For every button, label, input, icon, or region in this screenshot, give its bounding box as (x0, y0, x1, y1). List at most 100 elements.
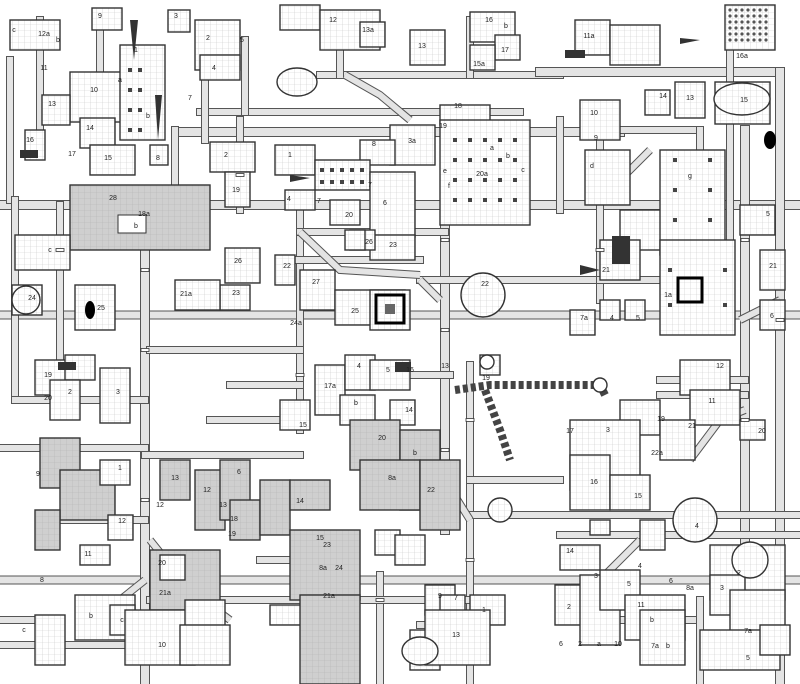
floor-dot (746, 14, 750, 18)
pillar (498, 138, 502, 142)
room-label: 26 (234, 258, 242, 265)
room-label: 7 (188, 95, 192, 102)
room (209, 141, 256, 173)
room-label: 8 (372, 141, 376, 148)
room-label: 2 (567, 604, 571, 611)
room (167, 9, 191, 33)
room (299, 269, 336, 311)
room-label: 2 (68, 389, 72, 396)
room-label: 7a (651, 643, 659, 650)
room-label: 3 (116, 389, 120, 396)
floor-dot (758, 26, 762, 30)
floor-dot (728, 8, 732, 12)
pillar (320, 180, 324, 184)
room-label: 14 (296, 498, 304, 505)
room-label: 10 (590, 110, 598, 117)
room-label: 19 (657, 416, 665, 423)
room (34, 614, 66, 666)
door (465, 558, 475, 562)
pillar (453, 198, 457, 202)
room-label: 15 (634, 493, 642, 500)
room (659, 239, 736, 336)
room (659, 149, 726, 256)
floor-dot (734, 38, 738, 42)
room-label: 22 (283, 263, 291, 270)
room-label: 8 (40, 577, 44, 584)
door (440, 448, 450, 452)
room-label: 15a (473, 61, 485, 68)
floor-dot (734, 8, 738, 12)
room-label: a (118, 77, 122, 84)
room-label: 14 (566, 548, 574, 555)
room-label: 16 (406, 367, 414, 374)
room (569, 454, 611, 511)
room-label: b (56, 37, 60, 44)
pillar (513, 178, 517, 182)
pillar (513, 158, 517, 162)
room (644, 89, 671, 116)
room-label: 20a (476, 171, 488, 178)
floor-dot (740, 38, 744, 42)
stairs (20, 150, 38, 158)
floor-dot (746, 38, 750, 42)
door (740, 238, 750, 242)
room (659, 419, 696, 461)
room (79, 544, 111, 566)
room-label: 8a (388, 475, 396, 482)
floor-dot (746, 8, 750, 12)
room-label: 5 (636, 315, 640, 322)
door (295, 373, 305, 377)
pillar (138, 68, 142, 72)
room-label: 7a (580, 315, 588, 322)
room-label: 19 (439, 123, 447, 130)
room-label: a (490, 145, 494, 152)
room-label: a (597, 641, 601, 648)
stairs (565, 50, 585, 58)
pillar (360, 168, 364, 172)
room-label: 5 (386, 367, 390, 374)
floor-dot (758, 20, 762, 24)
rooms (9, 4, 791, 684)
room (274, 144, 316, 176)
room-label: b (650, 617, 654, 624)
floor-dot (740, 14, 744, 18)
room-label: 20 (758, 428, 766, 435)
door (740, 418, 750, 422)
pillar (128, 128, 132, 132)
floor-dot (758, 14, 762, 18)
room-label: g (688, 173, 692, 180)
room-label: b (354, 400, 358, 407)
room-label: 22 (427, 487, 435, 494)
room-label: 15 (299, 422, 307, 429)
room-label: 11 (40, 65, 47, 72)
pillar (498, 158, 502, 162)
pillar (513, 198, 517, 202)
room-label: 27 (312, 279, 320, 286)
room-label: 4 (357, 363, 361, 370)
floor-dot (740, 20, 744, 24)
room-label: 14 (86, 125, 94, 132)
room (679, 359, 731, 396)
room (739, 204, 776, 236)
room-label: f (448, 183, 450, 190)
room (359, 21, 386, 48)
room (179, 624, 231, 666)
room-label: 5 (766, 211, 770, 218)
room-label: 3 (720, 585, 724, 592)
spike (580, 265, 600, 275)
door (375, 598, 385, 602)
floor-dot (764, 38, 768, 42)
room (99, 367, 131, 424)
room (284, 189, 316, 211)
floor-dot (758, 38, 762, 42)
room (289, 479, 331, 511)
pillar (723, 268, 727, 272)
well (479, 354, 495, 370)
room-label: 21a (159, 590, 171, 597)
room-label: 13 (686, 95, 694, 102)
floor-dot (728, 26, 732, 30)
room (439, 119, 531, 226)
altar (385, 304, 395, 314)
room (9, 19, 61, 51)
